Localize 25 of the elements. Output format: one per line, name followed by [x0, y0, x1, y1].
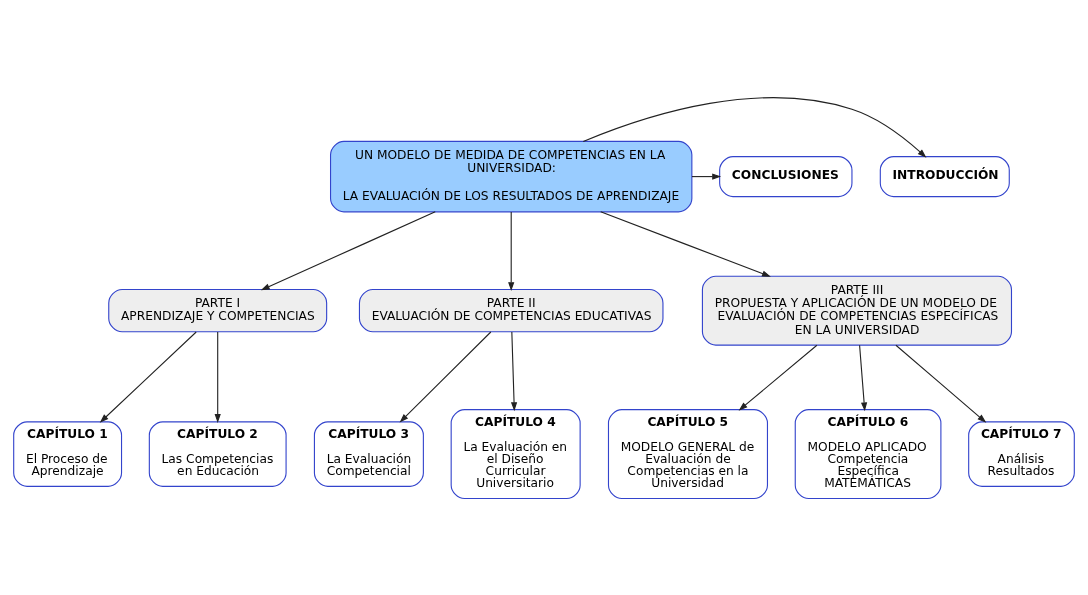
- arrow: [260, 210, 436, 290]
- node-box: CAPÍTULO 4 La Evaluación en el Diseño Curricular Universitario: [450, 408, 581, 499]
- node-box: CAPÍTULO 7 Análisis Resultados: [968, 420, 1075, 487]
- arrow: [510, 330, 518, 411]
- arrow: [600, 210, 771, 277]
- node-box: CAPÍTULO 6 MODELO APLICADO Competencia Específica MATEMÁTICAS: [794, 408, 942, 499]
- node-box: INTRODUCCIÓN: [879, 155, 1010, 197]
- node-box: CONCLUSIONES: [719, 155, 853, 197]
- arrow: [895, 344, 987, 423]
- arrow: [859, 344, 868, 411]
- node-box: PARTE I APRENDIZAJE Y COMPETENCIAS: [108, 288, 328, 332]
- arrow: [508, 210, 515, 291]
- node-box: UN MODELO DE MEDIDA DE COMPETENCIAS EN LA UNIVERSIDAD: LA EVALUACIÓN DE LOS RESULTADOS DE APRENDIZAJE: [330, 140, 693, 212]
- arrow: [214, 330, 221, 423]
- node-box: PARTE II EVALUACIÓN DE COMPETENCIAS EDUCATIVAS: [358, 288, 664, 332]
- arrow: [738, 344, 818, 411]
- arrow: [99, 330, 197, 423]
- node-box: CAPÍTULO 1 El Proceso de Aprendizaje: [13, 420, 123, 487]
- node-box: PARTE III PROPUESTA Y APLICACIÓN DE UN MODELO DE EVALUACIÓN DE COMPETENCIAS ESPECÍFICAS EN LA UNIVERSIDAD: [701, 275, 1013, 346]
- node-box: CAPÍTULO 3 La Evaluación Competencial: [313, 420, 424, 487]
- node-box: CAPÍTULO 5 MODELO GENERAL de Evaluación de Competencias en la Universidad: [607, 408, 768, 499]
- node-box: CAPÍTULO 2 Las Competencias en Educación: [148, 420, 287, 487]
- arrow: [691, 172, 722, 180]
- arrow: [582, 96, 927, 158]
- arrow: [399, 330, 492, 422]
